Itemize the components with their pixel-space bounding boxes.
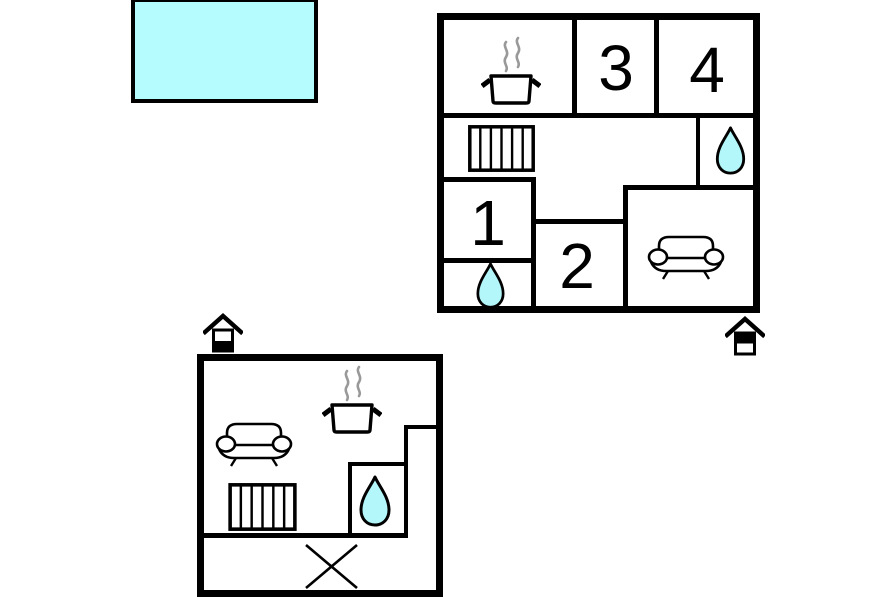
sofa-back (657, 235, 715, 258)
pot-body (489, 74, 533, 105)
wall-bathroom-top (348, 462, 408, 466)
drop-shape (476, 262, 505, 309)
drop-shape (359, 475, 391, 527)
wall-room1-bath (444, 258, 536, 263)
wall-step-vertical (404, 425, 408, 538)
pot-handle (322, 407, 333, 417)
sofa-armrest (271, 435, 293, 453)
sofa-armrest (703, 248, 725, 266)
cooking-pot-icon (322, 365, 382, 434)
sofa-base (217, 448, 291, 460)
sofa-back (225, 422, 283, 445)
house-level-lower-icon (203, 313, 243, 353)
room-3-label: 3 (598, 32, 634, 104)
sofa-base (649, 261, 723, 273)
cooking-pot-icon (481, 36, 541, 105)
radiator-icon (468, 125, 535, 172)
room-1-label: 1 (470, 187, 506, 259)
steam-line (515, 36, 521, 69)
pot-handle (481, 78, 492, 88)
steam-line (503, 40, 509, 73)
wall-room1-top (444, 177, 536, 182)
sofa-leg (229, 457, 238, 467)
wall-room1-right (531, 177, 536, 306)
radiator-icon (228, 483, 297, 531)
wall-room3-room4 (654, 20, 659, 113)
wall-room2-top (531, 219, 628, 224)
wall-bath-right-left (696, 118, 700, 185)
steam-line (344, 369, 350, 402)
wall-living-left (623, 185, 628, 306)
pot-body (330, 403, 374, 434)
pot-handle (530, 78, 541, 88)
room-2-label: 2 (559, 230, 595, 302)
water-drop-icon (715, 126, 746, 175)
room-4-label: 4 (689, 34, 725, 106)
stairs-cross-icon (305, 544, 358, 589)
house-upper-half-fill (737, 334, 753, 344)
upper-floor-plan: 3 4 1 2 (437, 13, 760, 313)
drop-shape (715, 126, 746, 175)
pot-handle (371, 407, 382, 417)
house-level-upper-icon (725, 316, 765, 356)
wall-step-horizontal (404, 425, 436, 429)
wall-living-top (623, 185, 753, 190)
pool-rectangle (131, 0, 318, 103)
sofa-leg (702, 270, 711, 280)
sofa-icon (215, 422, 293, 467)
lower-floor-plan (197, 354, 443, 597)
wall-bathroom-left (348, 462, 352, 538)
house-roof (203, 313, 243, 336)
wall-main-horizontal (444, 113, 753, 118)
sofa-armrest (647, 248, 669, 266)
water-drop-icon (359, 475, 391, 527)
house-roof (725, 316, 765, 339)
sofa-icon (647, 235, 725, 280)
water-drop-icon (476, 262, 505, 309)
sofa-leg (270, 457, 279, 467)
sofa-leg (661, 270, 670, 280)
sofa-armrest (215, 435, 237, 453)
wall-kitchen-room3 (572, 20, 577, 113)
house-lower-half-fill (215, 341, 231, 350)
wall-stairs-strip (204, 533, 408, 538)
steam-line (356, 365, 362, 398)
